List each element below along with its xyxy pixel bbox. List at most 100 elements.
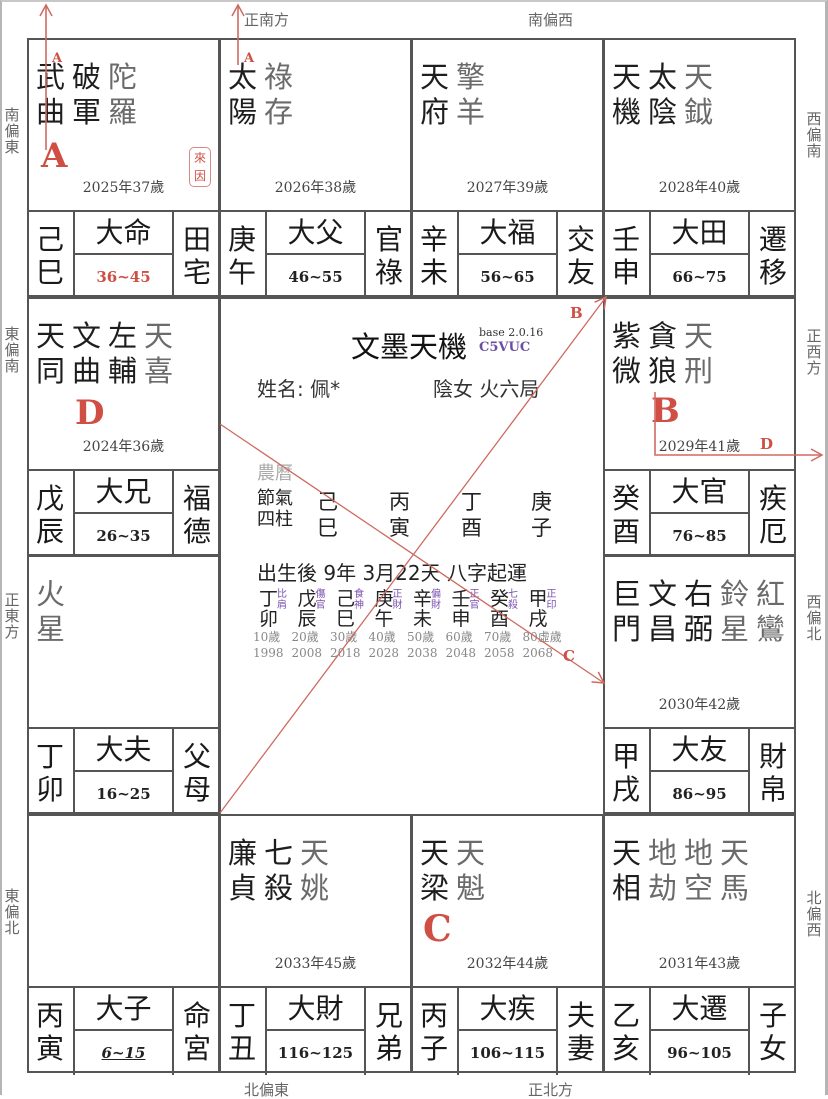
minor-star: 地劫 bbox=[648, 836, 678, 905]
year-age: 2025年37歲 bbox=[82, 180, 165, 196]
minor-star: 火星 bbox=[36, 577, 66, 646]
ten-god-label: 正官 bbox=[469, 589, 480, 611]
major-star: 巨門 bbox=[612, 577, 642, 646]
minor-star: 天魁 bbox=[456, 836, 486, 905]
year-age: 2032年44歲 bbox=[466, 956, 549, 972]
version-label: base 2.0.16 bbox=[479, 326, 544, 339]
center-info-panel: 文墨天機 base 2.0.16 C5VUC 姓名: 佩* 陰女 火六局 農曆 … bbox=[219, 297, 605, 816]
stem-branch: 癸酉 bbox=[603, 471, 651, 558]
minor-star: 紅鸞 bbox=[756, 577, 786, 646]
decade-range: 36~45 bbox=[96, 268, 151, 286]
palace-name: 官祿 bbox=[364, 212, 412, 299]
direction-top-south: 正南方 bbox=[244, 11, 290, 29]
pillar-year: 己巳 bbox=[317, 490, 338, 540]
star-list: 武曲破軍陀羅 bbox=[36, 60, 142, 130]
stem-branch: 丙寅 bbox=[27, 988, 75, 1075]
star-list: 紫微貪狼天刑 bbox=[612, 319, 718, 389]
ten-god-label: 七殺 bbox=[508, 589, 518, 611]
minor-star: 祿存 bbox=[264, 60, 294, 129]
direction-bottom-north-east: 北偏東 bbox=[244, 1081, 290, 1099]
year-age: 2033年45歲 bbox=[274, 956, 357, 972]
decade-range: 66~75 bbox=[672, 268, 727, 286]
star-list: 火星 bbox=[36, 577, 70, 647]
stem-branch: 戊辰 bbox=[27, 471, 75, 558]
minor-star: 擎羊 bbox=[456, 60, 486, 129]
ten-god-label: 偏財 bbox=[431, 589, 441, 611]
pillar-month: 丙寅 bbox=[389, 490, 410, 540]
decade-range: 16~25 bbox=[96, 785, 151, 803]
decade-palace-name: 大財 bbox=[267, 988, 364, 1031]
direction-left-2: 東偏南 bbox=[4, 325, 20, 375]
year-age: 2031年43歲 bbox=[658, 956, 741, 972]
transform-letter: B bbox=[651, 391, 680, 431]
decade-range: 56~65 bbox=[480, 268, 535, 286]
decade-year: 2068 bbox=[522, 646, 554, 660]
major-star: 貪狼 bbox=[648, 319, 678, 388]
major-star: 天同 bbox=[36, 319, 66, 388]
palace-name: 父母 bbox=[172, 729, 220, 816]
major-star: 天機 bbox=[612, 60, 642, 129]
decade-age: 80虛歲 bbox=[522, 630, 562, 644]
year-age: 2027年39歲 bbox=[466, 180, 549, 196]
major-star: 文昌 bbox=[648, 577, 678, 646]
minor-star: 天喜 bbox=[144, 319, 174, 388]
decade-palace-name: 大兄 bbox=[75, 471, 172, 514]
stem-branch: 乙亥 bbox=[603, 988, 651, 1075]
stem-branch: 甲戌 bbox=[603, 729, 651, 816]
decade-range: 46~55 bbox=[288, 268, 343, 286]
decade-palace-name: 大父 bbox=[267, 212, 364, 255]
major-star: 廉貞 bbox=[228, 836, 258, 905]
major-star: 太陰 bbox=[648, 60, 678, 129]
stem-branch: 壬申 bbox=[603, 212, 651, 299]
star-list: 太陽祿存 bbox=[228, 60, 298, 130]
stem-branch: 己巳 bbox=[27, 212, 75, 299]
solar-label: 節氣 bbox=[257, 488, 293, 509]
decade-palace-name: 大子 bbox=[75, 988, 172, 1031]
minor-star: 天馬 bbox=[720, 836, 750, 905]
major-star: 天相 bbox=[612, 836, 642, 905]
decade-palace-name: 大疾 bbox=[459, 988, 556, 1031]
palace-name: 交友 bbox=[556, 212, 604, 299]
transform-letter: A bbox=[41, 136, 68, 176]
star-list: 天相地劫地空天馬 bbox=[612, 836, 754, 906]
direction-right-1: 西偏南 bbox=[806, 110, 822, 160]
ten-god-label: 正印 bbox=[546, 589, 557, 611]
ten-god-label: 傷官 bbox=[315, 589, 326, 611]
decade-range: 6~15 bbox=[101, 1044, 146, 1062]
palace-name: 遷移 bbox=[748, 212, 796, 299]
four-pillars-label: 四柱 bbox=[257, 509, 293, 530]
palace-name: 財帛 bbox=[748, 729, 796, 816]
decade-palace-name: 大命 bbox=[75, 212, 172, 255]
decade-palace-name: 大官 bbox=[651, 471, 748, 514]
direction-left-4: 東偏北 bbox=[4, 887, 20, 937]
minor-star: 陀羅 bbox=[108, 60, 138, 129]
stem-branch: 丁丑 bbox=[219, 988, 267, 1075]
minor-star: 地空 bbox=[684, 836, 714, 905]
major-star: 天府 bbox=[420, 60, 450, 129]
pillars-label: 節氣 四柱 bbox=[257, 488, 307, 530]
major-star: 太陽 bbox=[228, 60, 258, 129]
direction-bottom-north: 正北方 bbox=[528, 1081, 574, 1099]
decade-range: 96~105 bbox=[667, 1044, 732, 1062]
app-title: 文墨天機 bbox=[351, 330, 468, 364]
direction-top-south-west: 南偏西 bbox=[528, 11, 574, 29]
